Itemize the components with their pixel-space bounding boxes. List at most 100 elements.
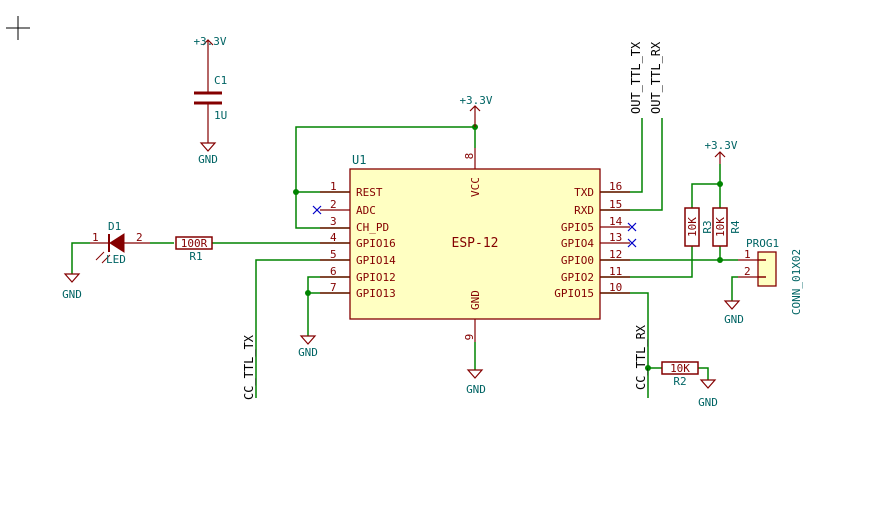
r1-reference: R1 bbox=[189, 250, 202, 263]
d1-pin-number: 2 bbox=[136, 231, 143, 244]
wire-r2-gnd bbox=[698, 367, 709, 380]
r4-reference: R4 bbox=[729, 220, 742, 234]
wire-gpio12-gnd bbox=[307, 276, 350, 336]
u1-pin-number: 5 bbox=[330, 248, 337, 261]
u1-pin-number: 16 bbox=[609, 180, 622, 193]
u1-pin-number: 9 bbox=[463, 334, 476, 341]
u1-pin-name: GPIO16 bbox=[356, 237, 396, 250]
gnd-symbol-c1[interactable]: GND bbox=[198, 142, 218, 166]
junction-dot bbox=[717, 257, 723, 263]
r2-resistor[interactable]: 10K R2 bbox=[661, 361, 699, 388]
u1-pin-number: 12 bbox=[609, 248, 622, 261]
u1-esp12-module[interactable]: 1 2 3 4 5 6 7 REST ADC CH_PD GPIO16 GPIO… bbox=[320, 148, 630, 342]
led-arrow-icon bbox=[109, 233, 125, 253]
crosshair-cursor-icon bbox=[6, 16, 30, 40]
no-connect-icon bbox=[627, 222, 637, 232]
gnd-symbol-gpio13[interactable]: GND bbox=[298, 335, 318, 359]
r3-reference: R3 bbox=[701, 220, 714, 233]
u1-pin-name: GPIO13 bbox=[356, 287, 396, 300]
gnd-label: GND bbox=[198, 153, 218, 166]
u1-pin-name: GPIO5 bbox=[561, 221, 594, 234]
wire-cc-ttl-tx bbox=[255, 259, 350, 398]
net-label-cc-ttl-rx[interactable]: CC_TTL_RX bbox=[634, 324, 648, 390]
gnd-symbol-led[interactable]: GND bbox=[62, 273, 82, 301]
u1-pin-number: 14 bbox=[609, 215, 623, 228]
u1-pin-name: GPIO12 bbox=[356, 271, 396, 284]
vcc-symbol-u1[interactable]: +3.3V bbox=[459, 94, 493, 127]
u1-pin-name: GPIO14 bbox=[356, 254, 396, 267]
u1-pin-name: TXD bbox=[574, 186, 594, 199]
u1-pin-number: 7 bbox=[330, 281, 337, 294]
net-label-cc-ttl-tx[interactable]: CC_TTL_TX bbox=[242, 334, 256, 400]
d1-pin-number: 1 bbox=[92, 231, 99, 244]
prog1-pin-number: 2 bbox=[744, 265, 751, 278]
r2-reference: R2 bbox=[673, 375, 686, 388]
net-label-out-ttl-rx[interactable]: OUT_TTL_RX bbox=[649, 41, 663, 114]
no-connect-markers bbox=[312, 205, 637, 248]
u1-pin-name: REST bbox=[356, 186, 383, 199]
net-label-out-ttl-tx[interactable]: OUT_TTL_TX bbox=[629, 41, 643, 114]
wire-pullup-vcc bbox=[691, 164, 721, 208]
u1-pin-number: 2 bbox=[330, 198, 337, 211]
junction-dot bbox=[293, 189, 299, 195]
prog1-connector[interactable]: 1 2 PROG1 CONN_01X02 bbox=[738, 237, 803, 315]
r3-resistor[interactable]: 10K R3 bbox=[684, 207, 714, 247]
junction-dot bbox=[645, 365, 651, 371]
u1-body bbox=[349, 168, 601, 320]
junction-dot bbox=[717, 181, 723, 187]
gnd-label: GND bbox=[466, 383, 486, 396]
no-connect-icon bbox=[312, 205, 322, 215]
vcc-symbol-pullup[interactable]: +3.3V bbox=[704, 139, 738, 164]
gnd-label: GND bbox=[62, 288, 82, 301]
u1-pin-number: 11 bbox=[609, 265, 622, 278]
gnd-symbol-u1[interactable]: GND bbox=[466, 369, 486, 396]
u1-pin-number: 8 bbox=[463, 153, 476, 160]
r1-resistor[interactable]: 100R R1 bbox=[175, 236, 213, 263]
u1-pin-name: GPIO4 bbox=[561, 237, 594, 250]
prog1-reference: PROG1 bbox=[746, 237, 779, 250]
u1-pin-number: 10 bbox=[609, 281, 622, 294]
r4-resistor[interactable]: 10K R4 bbox=[712, 207, 742, 247]
wire-prog-gnd bbox=[731, 276, 738, 301]
junction-dot bbox=[305, 290, 311, 296]
u1-pin-number: 6 bbox=[330, 265, 337, 278]
u1-pin-name: CH_PD bbox=[356, 221, 389, 234]
u1-pin-number: 3 bbox=[330, 215, 337, 228]
d1-led[interactable]: 1 2 D1 LED bbox=[90, 220, 150, 266]
d1-reference: D1 bbox=[108, 220, 121, 233]
vcc-label: +3.3V bbox=[704, 139, 737, 152]
vcc-label: +3.3V bbox=[459, 94, 492, 107]
vcc-symbol-c1[interactable]: +3.3V bbox=[193, 35, 227, 50]
u1-pin-number: 15 bbox=[609, 198, 622, 211]
vcc-label: +3.3V bbox=[193, 35, 226, 48]
r1-value: 100R bbox=[181, 237, 208, 250]
u1-pin-name: RXD bbox=[574, 204, 594, 217]
r3-value: 10K bbox=[686, 217, 699, 237]
u1-reference: U1 bbox=[352, 153, 366, 167]
u1-pin-number: 1 bbox=[330, 180, 337, 193]
wire-led-gnd bbox=[71, 242, 90, 274]
r4-value: 10K bbox=[714, 217, 727, 237]
gnd-symbol-r2[interactable]: GND bbox=[698, 379, 718, 409]
u1-pin-name: GPIO15 bbox=[554, 287, 594, 300]
c1-reference: C1 bbox=[214, 74, 227, 87]
d1-value: LED bbox=[106, 253, 126, 266]
u1-pin-name: GND bbox=[469, 290, 482, 310]
u1-pin-name: GPIO2 bbox=[561, 271, 594, 284]
wires bbox=[71, 118, 738, 398]
u1-pin-name: GPIO0 bbox=[561, 254, 594, 267]
c1-value: 1U bbox=[214, 109, 227, 122]
gnd-symbol-prog1[interactable]: GND bbox=[723, 300, 744, 326]
wire-out-ttl-rx bbox=[600, 118, 663, 211]
gnd-label: GND bbox=[298, 346, 318, 359]
u1-pin-number: 4 bbox=[330, 231, 337, 244]
wire-gpio2 bbox=[600, 246, 693, 278]
prog1-value: CONN_01X02 bbox=[790, 249, 803, 315]
no-connect-icon bbox=[627, 238, 637, 248]
c1-capacitor[interactable]: C1 1U bbox=[194, 50, 227, 143]
gnd-label: GND bbox=[698, 396, 718, 409]
r2-value: 10K bbox=[670, 362, 690, 375]
u1-pin-name: VCC bbox=[469, 177, 482, 197]
prog1-pin-number: 1 bbox=[744, 248, 751, 261]
